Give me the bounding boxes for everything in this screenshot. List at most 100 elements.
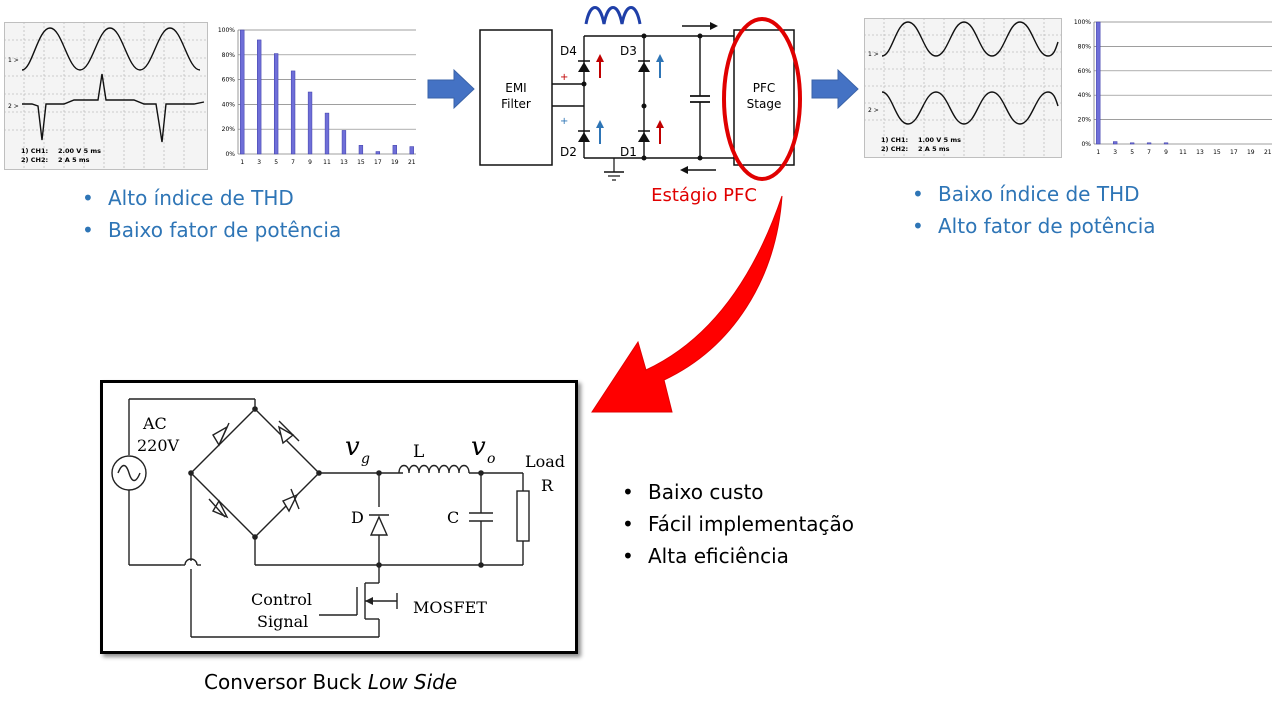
bar [358, 145, 364, 155]
list-item: •Alto índice de THD [82, 186, 294, 210]
ch2-value: 2 A 5 ms [918, 145, 950, 153]
ch1-label: 1) CH1: [21, 147, 48, 155]
bar [409, 146, 414, 155]
list-item: •Baixo custo [622, 480, 764, 504]
voltage-label: 220V [137, 436, 180, 455]
vo-subscript: o [487, 451, 495, 467]
y-tick-label: 20% [222, 126, 236, 133]
oscilloscope-right: 1 > 2 > 1) CH1: 1.00 V 5 ms 2) CH2: 2 A … [864, 18, 1062, 158]
control-label-2: Signal [257, 612, 308, 631]
vg-label: v [345, 432, 360, 462]
rectified-waveform [584, 6, 642, 25]
voltage-waveform [881, 21, 1059, 57]
bar [290, 70, 296, 155]
x-tick-label: 21 [408, 159, 416, 166]
x-tick-label: 19 [391, 159, 399, 166]
plus-sign-1: + [560, 72, 568, 83]
caption-italic: Low Side [367, 670, 458, 694]
x-tick-label: 11 [323, 159, 331, 166]
bar [1113, 141, 1118, 145]
y-tick-label: 0% [225, 151, 235, 158]
list-item: •Baixo índice de THD [912, 182, 1140, 206]
y-tick-label: 100% [1074, 19, 1091, 26]
d3-label: D3 [620, 44, 637, 58]
x-tick-label: 19 [1247, 149, 1255, 156]
list-item: •Alta eficiência [622, 544, 789, 568]
flow-arrow-right-icon-2 [811, 68, 859, 110]
capacitor-label: C [447, 508, 459, 527]
bottom-bullet-list: •Baixo custo •Fácil implementação •Alta … [616, 476, 854, 572]
left-bullet-list: •Alto índice de THD •Baixo fator de potê… [76, 182, 341, 246]
y-tick-label: 100% [218, 27, 235, 34]
oscilloscope-left: 1 > 2 > 1) CH1: 2.00 V 5 ms 2) CH2: 2 A … [4, 22, 208, 170]
current-waveform [881, 91, 1059, 125]
bar [1096, 21, 1101, 145]
ac-label: AC [142, 414, 167, 433]
ch1-value: 2.00 V 5 ms [58, 147, 101, 155]
y-tick-label: 20% [1078, 117, 1092, 124]
ch2-label: 2) CH2: [881, 145, 908, 153]
d2-label: D2 [560, 145, 577, 159]
y-tick-label: 60% [222, 77, 236, 84]
bar [1146, 142, 1152, 145]
bar [1129, 142, 1135, 145]
x-tick-label: 1 [1096, 149, 1100, 156]
y-tick-label: 40% [1078, 92, 1092, 99]
y-tick-label: 0% [1081, 141, 1091, 148]
diode-d2 [578, 132, 590, 142]
y-tick-label: 80% [222, 52, 236, 59]
buck-converter-circuit: AC 220V v g L v o Load R D C Control Sig… [100, 380, 578, 654]
pfc-block-diagram: EMI Filter + + D4 D3 D2 D1 PFC Stage [479, 6, 802, 206]
d4-label: D4 [560, 44, 577, 58]
x-tick-label: 3 [1113, 149, 1117, 156]
bar [257, 39, 262, 155]
ch1-value: 1.00 V 5 ms [918, 136, 961, 144]
bar [375, 151, 381, 155]
mosfet-label: MOSFET [413, 598, 487, 617]
x-tick-label: 9 [308, 159, 312, 166]
x-tick-label: 9 [1164, 149, 1168, 156]
diode-d3 [638, 62, 650, 72]
marker-2: 2 > [868, 107, 879, 114]
pfc-highlight-ellipse [722, 17, 802, 181]
pfc-stage-box [733, 29, 795, 166]
right-bullet-list: •Baixo índice de THD •Alto fator de potê… [906, 178, 1156, 242]
vg-subscript: g [361, 451, 370, 467]
bar [324, 112, 330, 155]
emi-filter-box [479, 29, 553, 166]
bar [1163, 142, 1169, 145]
current-arrows [596, 54, 664, 144]
stage-label: Estágio PFC [651, 185, 757, 206]
x-tick-label: 15 [357, 159, 365, 166]
diode-d [369, 515, 389, 536]
pfc-label-2: Stage [747, 97, 782, 111]
list-item: •Fácil implementação [622, 512, 855, 536]
curved-red-arrow-icon [591, 195, 783, 413]
marker-1: 1 > [868, 51, 879, 58]
voltage-waveform [21, 27, 201, 71]
x-tick-label: 5 [274, 159, 278, 166]
x-tick-label: 7 [291, 159, 295, 166]
emi-label-1: EMI [505, 81, 526, 95]
diode-d4 [578, 62, 590, 72]
resistor-label: R [541, 476, 554, 495]
x-tick-label: 3 [257, 159, 261, 166]
current-waveform [22, 73, 205, 143]
x-tick-label: 17 [374, 159, 382, 166]
ch2-label: 2) CH2: [21, 156, 48, 164]
diode-d1 [638, 132, 650, 142]
x-tick-label: 7 [1147, 149, 1151, 156]
load-label: Load [525, 452, 565, 471]
marker-2: 2 > [8, 103, 19, 110]
ch1-label: 1) CH1: [881, 136, 908, 144]
flow-arrow-right-icon [427, 68, 475, 110]
list-item: •Alto fator de potência [912, 214, 1156, 238]
emi-label-2: Filter [501, 97, 531, 111]
list-item: •Baixo fator de potência [82, 218, 342, 242]
diode-label: D [351, 508, 364, 527]
x-tick-label: 13 [340, 159, 348, 166]
x-tick-label: 13 [1196, 149, 1204, 156]
bar [307, 91, 313, 155]
